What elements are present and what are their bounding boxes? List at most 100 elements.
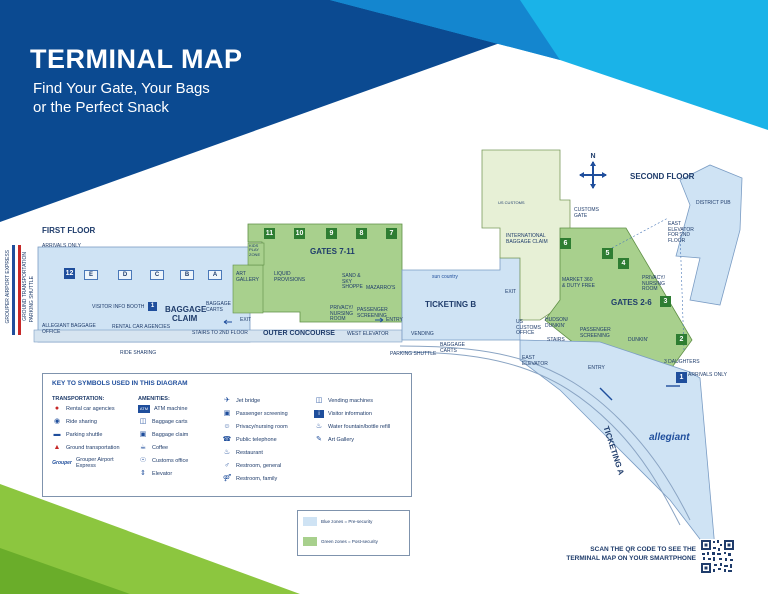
qr-code-icon[interactable] xyxy=(700,539,735,574)
qr-instructions: SCAN THE QR CODE TO SEE THE TERMINAL MAP… xyxy=(520,546,696,564)
first-floor-label: FIRST FLOOR xyxy=(42,226,96,235)
dunkin-label: DUNKIN' xyxy=(628,337,649,343)
ticketing-b-zone xyxy=(401,257,521,341)
info-booth-badge: 1 xyxy=(148,302,157,311)
atm-icon: ATM xyxy=(138,404,150,413)
baggage-carts-label: BAGGAGE CARTS xyxy=(206,301,232,313)
gate-1-badge: 1 xyxy=(676,372,687,383)
sun-country-logo: sun country xyxy=(432,274,458,280)
vending-label: VENDING xyxy=(411,331,434,337)
gates-2-6-label: GATES 2-6 xyxy=(611,298,652,307)
elevator-link-line xyxy=(611,217,669,249)
ticketing-a-arrow-icon xyxy=(599,387,613,401)
customs-gate-label: CUSTOMS GATE xyxy=(574,207,599,219)
legend-swatch-green xyxy=(303,537,317,546)
arrivals-only-right-label: ARRIVALS ONLY xyxy=(688,372,727,378)
customs-zone xyxy=(481,149,571,321)
art-gallery-label: ART GALLERY xyxy=(236,271,259,283)
entry-arrow-icon xyxy=(375,317,384,323)
key-transportation-heading: TRANSPORTATION: xyxy=(52,396,105,402)
elevator-icon: ⇕ xyxy=(140,469,146,477)
cart-icon: ◫ xyxy=(139,417,147,425)
gate-4-badge: 4 xyxy=(618,258,629,269)
key-row-coffee: ☕Coffee xyxy=(139,443,169,451)
side-label-ground: GROUND TRANSPORTATION xyxy=(22,252,28,321)
west-elevator-label: WEST ELEVATOR xyxy=(347,331,389,337)
carousel-a: A xyxy=(208,270,222,280)
baggage-carts-label-2: BAGGAGE CARTS xyxy=(440,342,466,354)
gates-7-11-zone xyxy=(247,223,403,323)
kids-play-zone-label: KIDS PLAY ZONE xyxy=(249,243,261,257)
ride-sharing-label: RIDE SHARING xyxy=(120,350,157,356)
carousel-e: E xyxy=(84,270,98,280)
us-customs-office-label: US CUSTOMS OFFICE xyxy=(516,319,541,336)
rideshare-icon: ◉ xyxy=(53,417,61,425)
page-subtitle-line-2: or the Perfect Snack xyxy=(33,99,169,116)
header-light-band xyxy=(330,0,768,130)
art-icon: ✎ xyxy=(316,435,322,443)
district-pub-label: DISTRICT PUB xyxy=(696,200,731,206)
visitor-info-booth-label: VISITOR INFO BOOTH xyxy=(92,304,145,310)
kids-play-zone-area xyxy=(247,242,265,266)
legend-row-green: Green zones = Post-security xyxy=(303,537,409,546)
privacy-nursing-label-2: PRIVACY/ NURSING ROOM xyxy=(642,275,666,292)
second-floor-label: SECOND FLOOR xyxy=(630,172,695,181)
taxi-icon: ▲ xyxy=(53,443,61,451)
symbol-key-title: KEY TO SYMBOLS USED IN THIS DIAGRAM xyxy=(52,380,188,387)
screening-icon: ▣ xyxy=(223,409,231,417)
key-row-jet-bridge: ✈Jet bridge xyxy=(222,394,314,407)
gate-6-badge: 6 xyxy=(560,238,571,249)
carousel-d: D xyxy=(118,270,132,280)
key-row-nursing: ☺Privacy/nursing room xyxy=(223,422,288,430)
rental-car-agencies-label: RENTAL CAR AGENCIES xyxy=(112,324,171,330)
family-restroom-icon: ⚤ xyxy=(222,474,232,482)
side-stripe-red xyxy=(18,245,21,335)
vending-icon: ◫ xyxy=(315,396,323,404)
key-row-restroom: ♂Restroom, general xyxy=(222,459,314,472)
qr-instructions-line-1: SCAN THE QR CODE TO SEE THE xyxy=(590,546,696,553)
page-subtitle-line-1: Find Your Gate, Your Bags xyxy=(33,80,210,97)
gates-7-11-label: GATES 7-11 xyxy=(310,247,355,256)
symbol-key-box xyxy=(42,373,412,497)
header-dark-band xyxy=(0,0,620,222)
info-icon: i xyxy=(314,409,324,418)
key-row-fountain: ♨Water fountain/bottle refill xyxy=(315,422,391,430)
hudson-dunkin-label: HUDSON/ DUNKIN' xyxy=(545,317,569,329)
customs-icon: ☉ xyxy=(139,456,147,464)
bag-icon: ▣ xyxy=(139,430,147,438)
key-row-rental-car: ●Rental car agencies xyxy=(52,402,132,415)
roadway-curve xyxy=(399,345,691,521)
carousel-12-badge: 12 xyxy=(64,268,75,279)
international-baggage-claim-label: INTERNATIONAL BAGGAGE CLAIM xyxy=(506,233,548,245)
baggage-claim-hall xyxy=(37,246,251,343)
key-row-baggage-carts: ◫Baggage carts xyxy=(139,417,188,425)
key-row-elevator: ⇕Elevator xyxy=(138,467,218,480)
gate-10-badge: 10 xyxy=(294,228,305,239)
key-row-ground-transportation: ▲Ground transportation xyxy=(53,443,120,451)
legend-row-blue: Blue zones = Pre-security xyxy=(303,517,409,526)
gate-11-badge: 11 xyxy=(264,228,275,239)
baggage-claim-label-line-1: BAGGAGE xyxy=(165,305,207,314)
nursing-icon: ☺ xyxy=(223,422,231,430)
qr-instructions-line-2: TERMINAL MAP ON YOUR SMARTPHONE xyxy=(566,554,696,562)
baggage-claim-label-line-2: CLAIM xyxy=(172,314,198,323)
page-title: TERMINAL MAP xyxy=(30,44,243,74)
ticketing-b-label: TICKETING B xyxy=(425,300,477,309)
car-icon: ● xyxy=(54,404,60,412)
key-row-parking-shuttle: ▬Parking shuttle xyxy=(53,430,103,438)
side-label-parking: PARKING SHUTTLE xyxy=(29,276,35,323)
passenger-screening-label-1: PASSENGER SCREENING xyxy=(357,307,388,319)
allegiant-baggage-office-label: ALLEGIANT BAGGAGE OFFICE xyxy=(42,323,96,335)
parking-shuttle-label: PARKING SHUTTLE xyxy=(390,351,437,357)
key-transportation-column: TRANSPORTATION: ●Rental car agencies ◉Ri… xyxy=(52,396,132,472)
key-row-ride-sharing: ◉Ride sharing xyxy=(53,417,97,425)
key-row-customs-office: ☉Customs office xyxy=(139,456,189,464)
east-elevator-bottom-label: EAST ELEVATOR xyxy=(522,355,548,367)
bus-icon: ▬ xyxy=(53,430,61,438)
key-amenities-heading: AMENITIES: xyxy=(138,396,170,402)
roadway-curve-2 xyxy=(399,351,681,526)
